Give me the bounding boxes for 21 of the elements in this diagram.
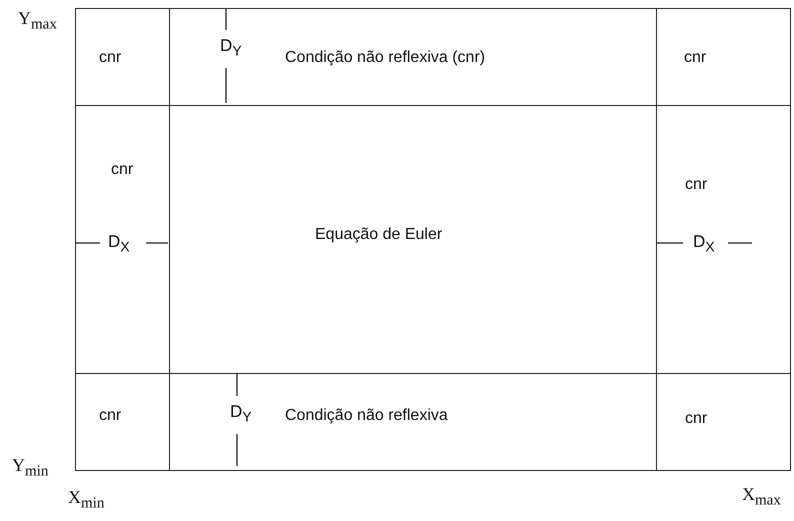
region-label: Equação de Euler xyxy=(315,226,442,244)
region-label: Condição não reflexiva (cnr) xyxy=(285,49,486,67)
boundary-region xyxy=(75,373,170,471)
dimension-label: D$_{Y}$ xyxy=(230,402,252,426)
axis-bound-label: X$_{min}$ xyxy=(68,487,104,513)
region-label: cnr xyxy=(99,407,122,425)
region-label: cnr xyxy=(685,176,708,194)
boundary-region xyxy=(656,373,791,471)
axis-bound-label: X$_{max}$ xyxy=(742,484,781,510)
axis-bound-label: Y$_{max}$ xyxy=(18,8,57,34)
dimension-label: D$_{X}$ xyxy=(108,232,130,256)
region-label: cnr xyxy=(684,49,706,67)
dimension-label: D$_{X}$ xyxy=(693,232,715,256)
region-label: cnr xyxy=(111,161,134,179)
boundary-region xyxy=(656,8,791,106)
boundary-region xyxy=(75,8,170,106)
region-label: cnr xyxy=(99,49,122,67)
dimension-label: D$_{Y}$ xyxy=(220,36,242,60)
axis-bound-label: Y$_{min}$ xyxy=(12,455,48,481)
region-label: cnr xyxy=(685,410,708,428)
region-label: Condição não reflexiva xyxy=(285,407,448,425)
